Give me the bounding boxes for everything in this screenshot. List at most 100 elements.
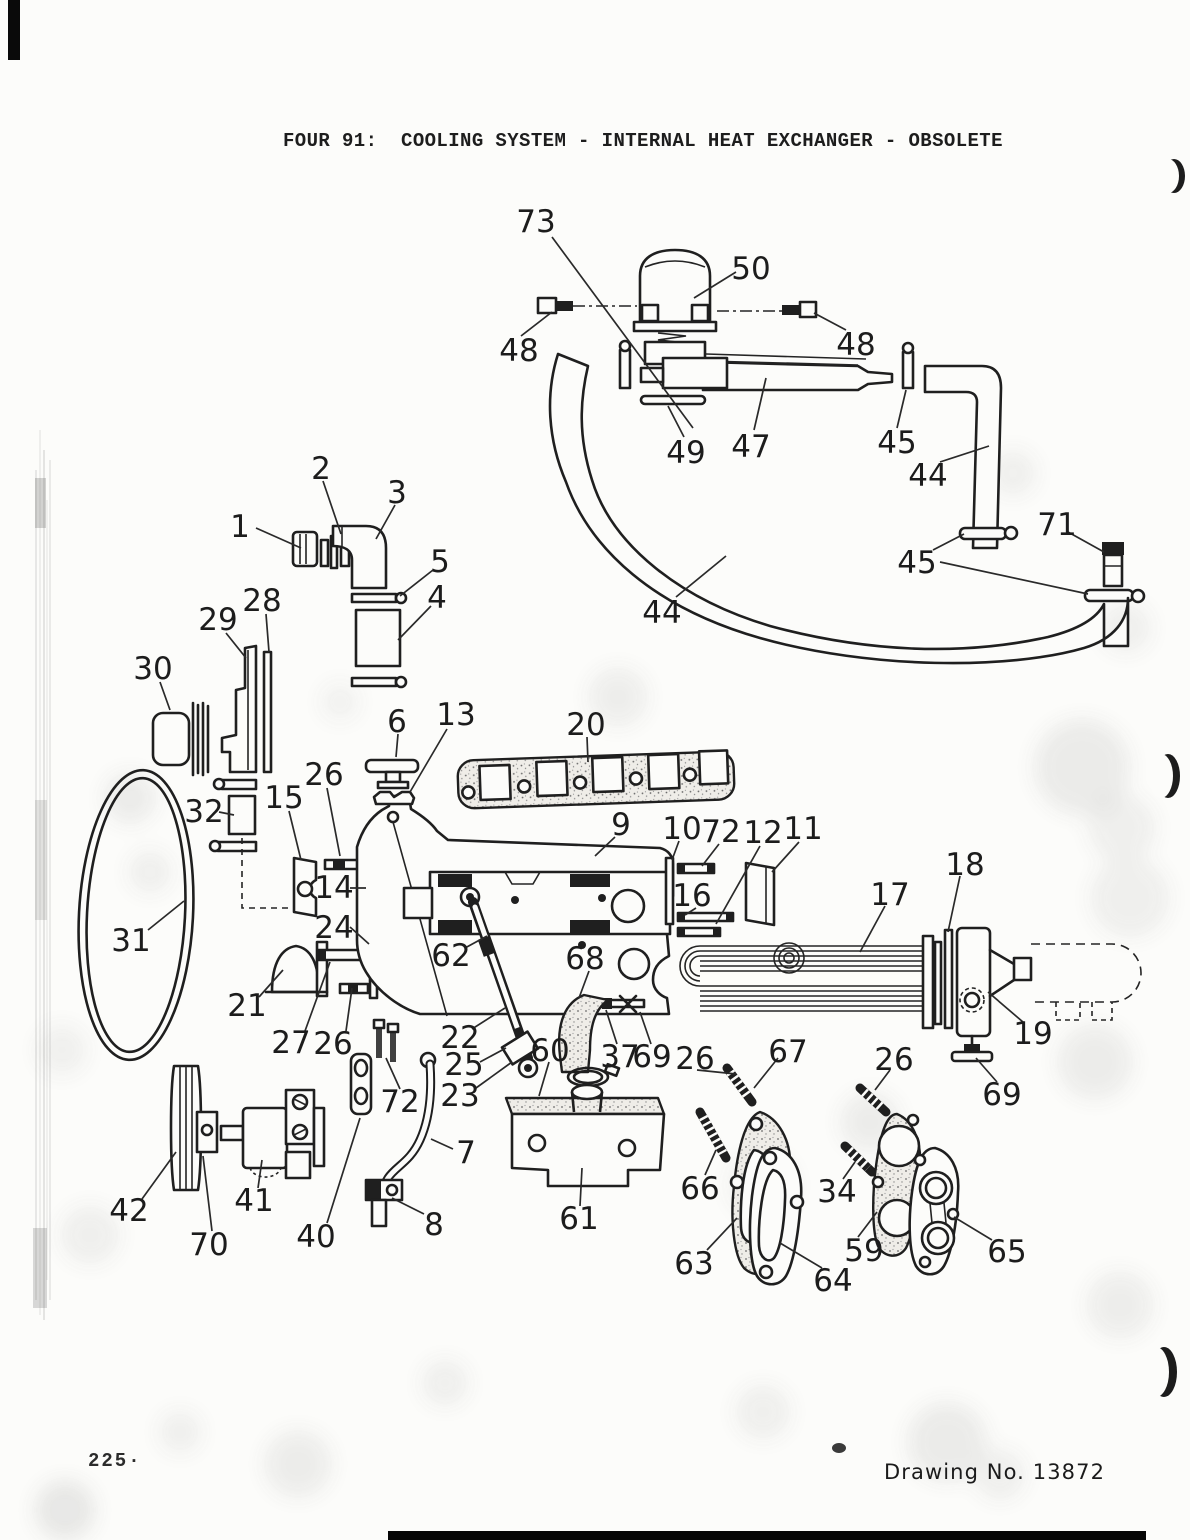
part-label-49: 49 xyxy=(666,435,705,471)
part-23-25-union-nut xyxy=(500,1030,540,1079)
part-label-10: 10 xyxy=(662,811,701,847)
part-label-3: 3 xyxy=(387,475,407,511)
punch-hole-shadows xyxy=(1143,159,1185,1397)
part-label-9: 9 xyxy=(611,807,631,843)
part-26-stud-b xyxy=(338,982,370,995)
part-label-24: 24 xyxy=(314,910,353,946)
part-41-pump-body xyxy=(219,1088,326,1180)
scan-bar-bottom xyxy=(388,1531,1146,1540)
part-label-4: 4 xyxy=(427,580,447,616)
part-label-66: 66 xyxy=(680,1171,719,1207)
part-30-cap xyxy=(151,701,210,777)
part-1-knob xyxy=(291,530,319,568)
part-label-30: 30 xyxy=(133,651,172,687)
part-label-34: 34 xyxy=(817,1174,856,1210)
part-34-stud xyxy=(840,1141,877,1177)
part-19-end-cover xyxy=(955,926,1142,1038)
mount-plate-group xyxy=(77,644,293,1062)
part-label-44: 44 xyxy=(908,458,947,494)
part-label-60: 60 xyxy=(530,1033,569,1069)
part-17-tube-stack xyxy=(679,942,925,1012)
water-pipe-group xyxy=(364,1051,437,1228)
bottom-right-group xyxy=(695,1063,960,1286)
part-45-clamp-center xyxy=(566,1062,621,1088)
part-label-12: 12 xyxy=(743,815,782,851)
part-45-clamp-c xyxy=(958,525,1019,541)
part-26-stud-a xyxy=(323,858,361,871)
part-label-16: 16 xyxy=(672,878,711,914)
part-42-pulley xyxy=(169,1064,203,1192)
heat-exchanger-group xyxy=(679,926,1142,1063)
part-label-61: 61 xyxy=(559,1201,598,1237)
page-number: 225· xyxy=(88,1450,142,1472)
part-label-2: 2 xyxy=(311,451,331,487)
part-label-8: 8 xyxy=(424,1207,444,1243)
part-label-1: 1 xyxy=(230,509,250,545)
drawing-number: Drawing No. 13872 xyxy=(884,1460,1106,1484)
part-26-stud-right xyxy=(855,1083,891,1117)
part-label-11: 11 xyxy=(783,811,822,847)
part-label-28: 28 xyxy=(242,583,281,619)
part-label-42: 42 xyxy=(109,1193,148,1229)
figure-title: FOUR 91: COOLING SYSTEM - INTERNAL HEAT … xyxy=(283,130,1003,152)
part-label-41: 41 xyxy=(234,1183,273,1219)
ink-blot xyxy=(832,1443,846,1453)
part-72-bolts xyxy=(372,1018,400,1062)
part-label-14: 14 xyxy=(314,870,353,906)
part-label-7: 7 xyxy=(456,1135,476,1171)
part-72-stud xyxy=(676,862,716,875)
part-45-clamp-b xyxy=(901,341,915,390)
port-hole-lower xyxy=(617,947,651,981)
part-label-45: 45 xyxy=(877,425,916,461)
part-label-18: 18 xyxy=(945,847,984,883)
part-label-72: 72 xyxy=(701,814,740,850)
part-label-72: 72 xyxy=(380,1084,419,1120)
filler-neck xyxy=(570,1083,604,1101)
part-28-shim xyxy=(262,650,273,774)
leader-lines xyxy=(141,236,1105,1269)
port-hole-upper xyxy=(610,888,646,924)
part-4-tube xyxy=(354,608,402,668)
part-69-drain-right xyxy=(950,1034,994,1063)
part-45-clamp-d xyxy=(1083,588,1146,604)
part-label-71: 71 xyxy=(1037,507,1076,543)
lower-pin xyxy=(350,675,408,689)
part-68-hose xyxy=(557,993,610,1074)
part-40-link xyxy=(349,1052,373,1116)
part-label-69: 69 xyxy=(982,1077,1021,1113)
part-label-44: 44 xyxy=(642,595,681,631)
cap-flange xyxy=(632,320,718,333)
part-8-clip xyxy=(364,1178,404,1228)
part-21-dome-cover xyxy=(264,940,329,998)
part-label-68: 68 xyxy=(565,941,604,977)
part-label-5: 5 xyxy=(430,544,450,580)
part-label-15: 15 xyxy=(264,780,303,816)
tube-stack-flange xyxy=(921,934,935,1030)
part-label-50: 50 xyxy=(731,251,770,287)
part-label-63: 63 xyxy=(674,1246,713,1282)
part-label-62: 62 xyxy=(431,938,470,974)
outlet-elbow-group xyxy=(291,524,408,689)
part-label-26: 26 xyxy=(304,757,343,793)
part-label-32: 32 xyxy=(184,794,223,830)
part-label-22: 22 xyxy=(440,1020,479,1056)
part-label-27: 27 xyxy=(271,1025,310,1061)
part-label-59: 59 xyxy=(844,1233,883,1269)
part-label-19: 19 xyxy=(1013,1016,1052,1052)
part-label-70: 70 xyxy=(189,1227,228,1263)
part-label-20: 20 xyxy=(566,707,605,743)
part-label-64: 64 xyxy=(813,1263,852,1299)
part-label-69: 69 xyxy=(632,1039,671,1075)
part-70-key-plate xyxy=(195,1110,219,1154)
part-16-studs xyxy=(676,911,735,938)
scan-bar-top-left xyxy=(8,0,20,60)
part-label-25: 25 xyxy=(444,1047,483,1083)
part-45-clamp-a xyxy=(618,339,632,390)
part-3-elbow xyxy=(331,524,388,590)
part-44-main-hose xyxy=(548,352,1130,665)
part-label-21: 21 xyxy=(227,988,266,1024)
part-6-tap xyxy=(364,758,420,790)
